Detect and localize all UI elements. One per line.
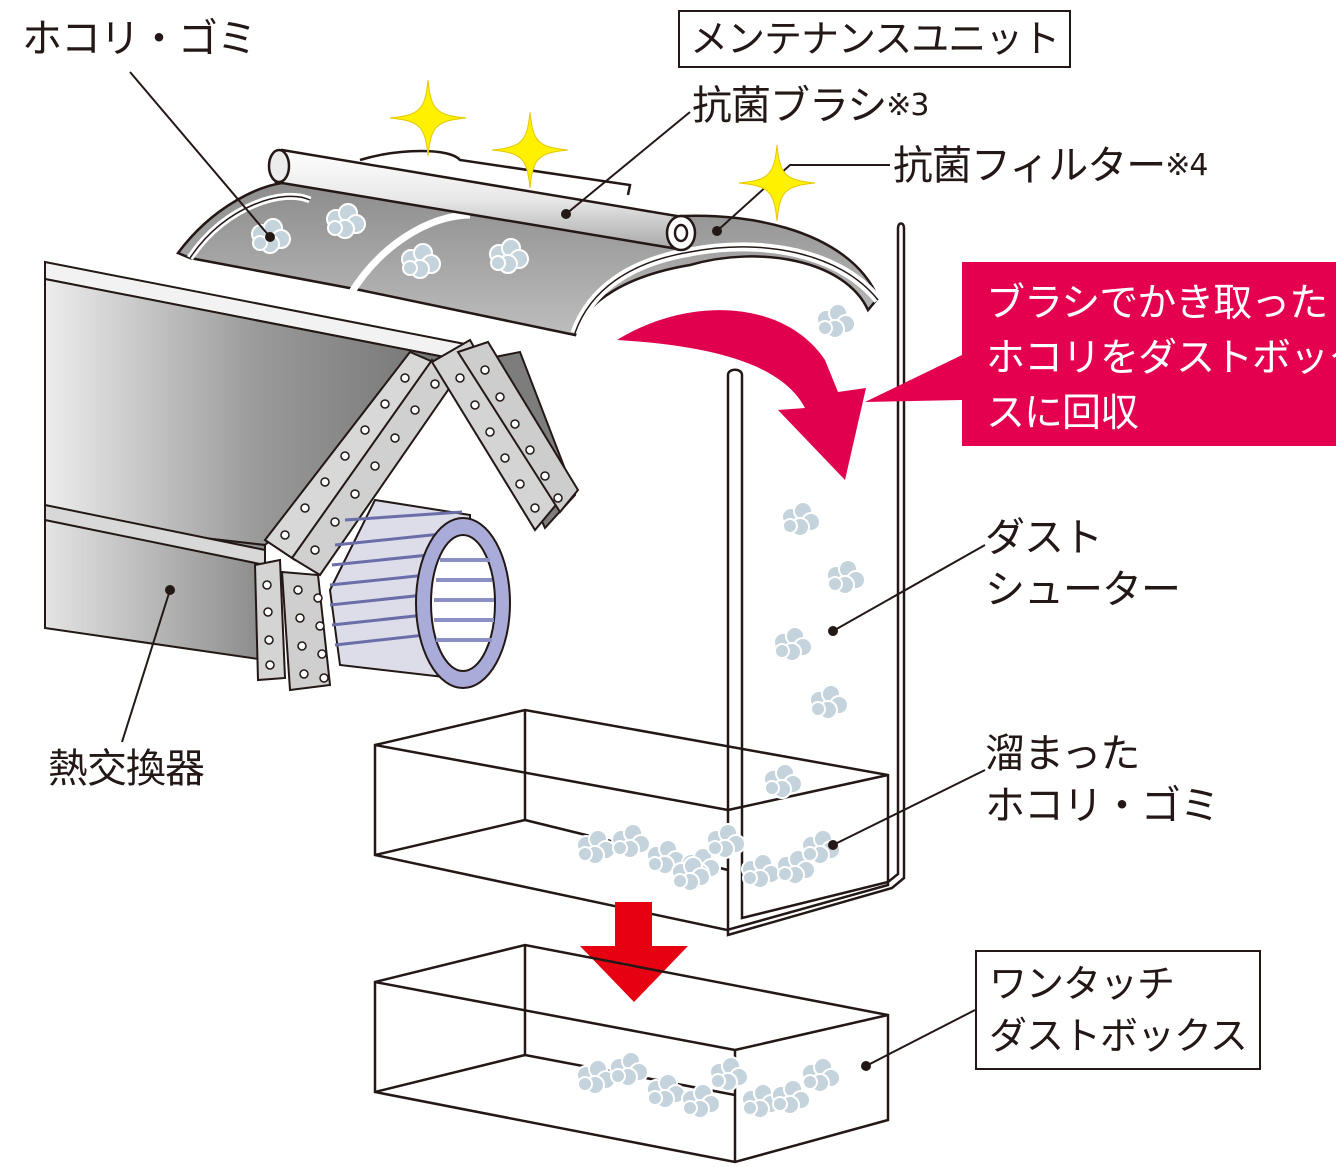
heat-exchanger-leader <box>121 589 171 743</box>
callout-pointer <box>865 355 962 402</box>
accumulated-dust-label: 溜まった ホコリ・ゴミ <box>985 728 1220 832</box>
dustbox-line-1: ワンタッチ <box>989 962 1175 1006</box>
dustbox-line-2: ダストボックス <box>989 1014 1248 1058</box>
chute-leader <box>832 544 986 632</box>
brush-label-text: 抗菌ブラシ <box>692 83 887 129</box>
down-arrow <box>580 902 688 1002</box>
dust-box-upper <box>373 708 890 932</box>
brush-label: 抗菌ブラシ※3 <box>692 82 929 130</box>
dust-chute-line-2: シューター <box>985 567 1181 613</box>
brush-leader <box>565 111 691 215</box>
dust-chute-label: ダスト シューター <box>985 512 1181 616</box>
accumulated-line-1: 溜まった <box>985 731 1140 777</box>
callout-line-2: ホコリをダストボック <box>986 336 1338 381</box>
filter-label-text: 抗菌フィルター <box>893 143 1166 189</box>
heat-exchanger-label: 熱交換器 <box>48 746 205 792</box>
accumulated-line-2: ホコリ・ゴミ <box>985 783 1220 829</box>
dust-chute <box>726 222 906 937</box>
fan <box>328 498 511 689</box>
accumulated-dust <box>576 823 841 892</box>
dustbox-leader <box>865 1009 976 1067</box>
filter-note: ※4 <box>1165 148 1208 183</box>
dust-label: ホコリ・ゴミ <box>22 16 257 62</box>
accumulated-leader <box>832 769 986 846</box>
filter-label: 抗菌フィルター※4 <box>893 142 1208 190</box>
brush-note: ※3 <box>886 88 929 123</box>
box-dust <box>576 1051 841 1119</box>
collection-arrow <box>617 310 866 480</box>
callout-line-3: スに回収 <box>986 391 1139 436</box>
one-touch-dustbox-label: ワンタッチ ダストボックス <box>975 950 1261 1070</box>
collection-callout: ブラシでかき取った ホコリをダストボック スに回収 <box>962 262 1338 446</box>
brush-roller <box>267 148 697 252</box>
maintenance-unit-label: メンテナンスユニット <box>678 10 1072 68</box>
heat-exchanger-perforations <box>262 365 563 683</box>
dust-leader <box>129 71 271 238</box>
dust-chute-line-1: ダスト <box>985 515 1103 561</box>
filter-leader <box>716 164 890 232</box>
callout-line-1: ブラシでかき取った <box>986 281 1328 326</box>
